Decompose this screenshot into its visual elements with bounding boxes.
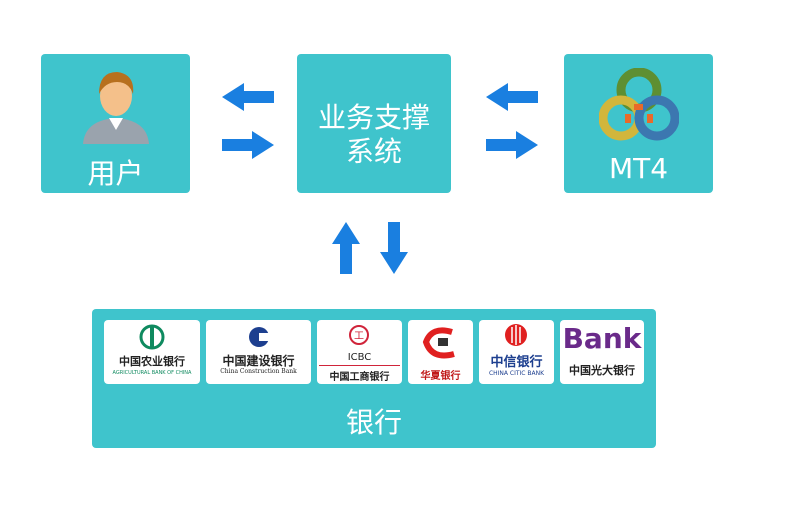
- bank-logo-ceb: Bank 中国光大银行: [560, 320, 644, 384]
- arrow-left-user: [222, 83, 274, 111]
- bank-name: 中国光大银行: [569, 364, 635, 377]
- icbc-emblem-icon: 工: [349, 325, 369, 345]
- bank-name-en: ICBC: [347, 352, 372, 363]
- ceb-wordmark: Bank: [562, 322, 642, 355]
- bank-name-en: AGRICULTURAL BANK OF CHINA: [112, 370, 192, 376]
- hxb-emblem-icon: [422, 327, 455, 359]
- arrow-right-user: [222, 131, 274, 159]
- arrow-left-mt4: [486, 83, 538, 111]
- bank-name: 中信银行: [490, 355, 543, 370]
- bank-logo-hxb: 华夏银行: [408, 320, 473, 384]
- bank-name: 中国工商银行: [329, 372, 390, 383]
- bank-logo-ccb: 中国建设银行 China Construction Bank: [206, 320, 311, 384]
- ccb-emblem-icon: [249, 327, 269, 347]
- abc-emblem-icon: [139, 324, 165, 350]
- arrow-right-mt4: [486, 131, 538, 159]
- user-node: 用户: [41, 54, 190, 193]
- system-label-line2: 系统: [345, 135, 402, 168]
- arrow-down-bank: [380, 222, 408, 274]
- bank-logo-citic: 中信银行 CHINA CITIC BANK: [479, 320, 554, 384]
- divider: [319, 365, 400, 366]
- bank-logo-abc: 中国农业银行 AGRICULTURAL BANK OF CHINA: [104, 320, 200, 384]
- bank-name: 中国建设银行: [222, 354, 295, 368]
- arrow-up-bank: [332, 222, 360, 274]
- mt4-logo-icon: [599, 68, 679, 141]
- user-avatar-icon: [83, 72, 149, 144]
- bank-logo-icbc: 工 ICBC 中国工商银行: [317, 320, 402, 384]
- user-label: 用户: [87, 157, 144, 190]
- bank-name: 中国农业银行: [119, 355, 185, 368]
- mt4-node: MT4: [564, 54, 713, 193]
- bank-name-en: CHINA CITIC BANK: [488, 370, 545, 377]
- citic-emblem-icon: [505, 324, 527, 346]
- system-label-line1: 业务支撑: [317, 101, 430, 134]
- bank-label: 银行: [345, 406, 402, 439]
- svg-text:工: 工: [354, 331, 364, 342]
- system-node: 业务支撑 系统: [297, 54, 451, 193]
- bank-name: 华夏银行: [420, 371, 461, 382]
- mt4-label: MT4: [608, 152, 669, 185]
- bank-name-en: China Construction Bank: [220, 368, 297, 375]
